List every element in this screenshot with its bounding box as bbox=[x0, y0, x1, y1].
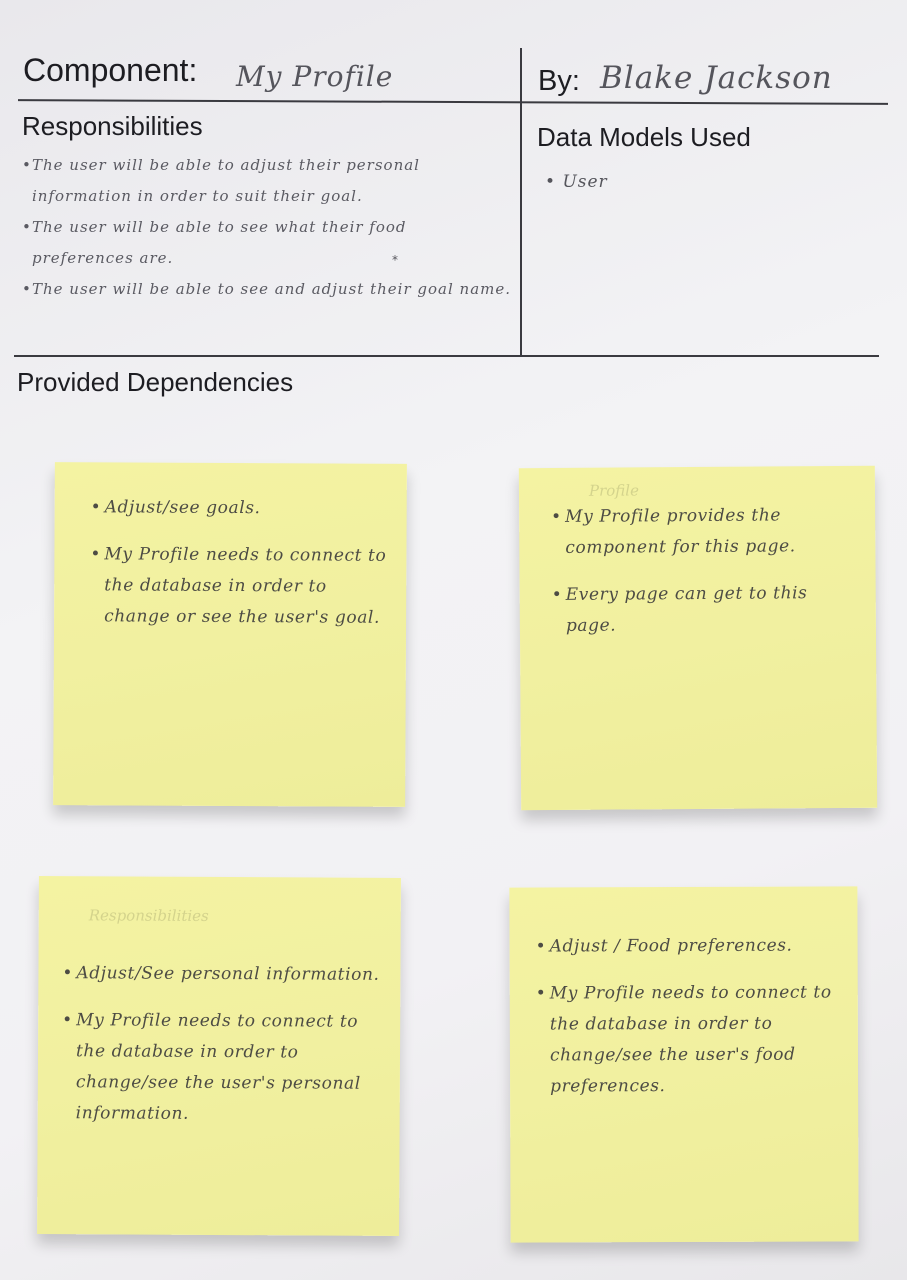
sticky-note-goals: Adjust/see goals. My Profile needs to co… bbox=[53, 462, 407, 807]
note-item: My Profile needs to connect to the datab… bbox=[90, 539, 390, 634]
note-item: My Profile needs to connect to the datab… bbox=[536, 977, 846, 1102]
dependencies-heading: Provided Dependencies bbox=[17, 367, 294, 397]
component-label: Component: bbox=[23, 52, 198, 88]
data-model-item: • User bbox=[545, 172, 608, 192]
author-name: Blake Jackson bbox=[600, 60, 833, 96]
note-item: Adjust/see goals. bbox=[91, 492, 391, 525]
ghost-writing: Profile bbox=[588, 481, 640, 500]
responsibility-item: The user will be able to see what their … bbox=[22, 212, 512, 274]
responsibility-item: The user will be able to adjust their pe… bbox=[22, 150, 512, 212]
header-divider-line bbox=[17, 99, 889, 105]
responsibilities-list: The user will be able to adjust their pe… bbox=[22, 150, 512, 305]
note-item: My Profile needs to connect to the datab… bbox=[62, 1005, 383, 1131]
note-item: Every page can get to this page. bbox=[552, 578, 862, 642]
pencil-mark: * bbox=[392, 253, 398, 267]
responsibility-item: The user will be able to see and adjust … bbox=[22, 274, 512, 305]
responsibilities-heading: Responsibilities bbox=[22, 111, 203, 141]
column-divider-line bbox=[520, 48, 522, 356]
note-item: Adjust/See personal information. bbox=[62, 958, 382, 991]
note-item: Adjust / Food preferences. bbox=[536, 930, 846, 962]
data-model-name: User bbox=[562, 172, 608, 192]
sticky-note-navigation: Profile My Profile provides the componen… bbox=[518, 465, 878, 811]
sticky-note-personal-info: Responsibilities Adjust/See personal inf… bbox=[37, 876, 401, 1236]
ghost-writing: Responsibilities bbox=[88, 906, 209, 925]
component-name: My Profile bbox=[236, 60, 394, 93]
sticky-note-food-preferences: Adjust / Food preferences. My Profile ne… bbox=[509, 886, 859, 1243]
note-item: My Profile provides the component for th… bbox=[551, 500, 861, 564]
data-models-heading: Data Models Used bbox=[537, 122, 751, 152]
section-divider-line bbox=[14, 355, 879, 357]
author-label: By: bbox=[538, 65, 580, 97]
